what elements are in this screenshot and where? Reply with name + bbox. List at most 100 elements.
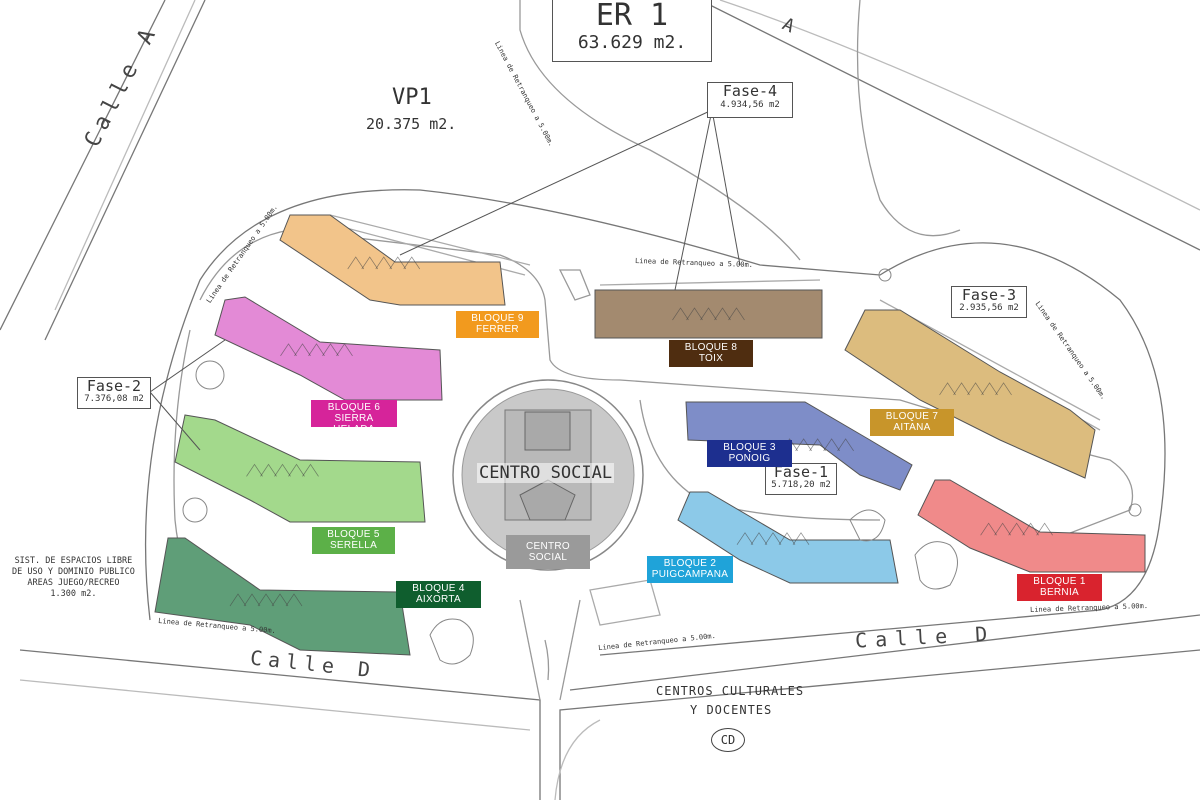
phase-4-box: Fase-4 4.934,56 m2 <box>707 82 793 118</box>
roof-ridge-mark <box>995 382 1012 396</box>
centro-social-label-line1: CENTRO <box>525 541 571 552</box>
bloque-2-name: PUIGCAMPANA <box>651 569 729 580</box>
landscape-features <box>182 268 1142 665</box>
calle-a-left-edge-inner <box>44 0 206 341</box>
roof-ridge-mark <box>700 307 717 321</box>
roof-ridge-mark <box>981 382 998 396</box>
phase-1-area: 5.718,20 m2 <box>771 480 831 490</box>
roof-ridge-mark <box>714 307 731 321</box>
cd-line2: Y DOCENTES <box>690 703 773 717</box>
espacios-libres-label: SIST. DE ESPACIOS LIBRE DE USO Y DOMINIO… <box>12 556 135 600</box>
bloque-5-number: BLOQUE 5 <box>327 529 380 540</box>
roof-ridge-mark <box>271 593 289 607</box>
bloque-6-number: BLOQUE 6 <box>327 402 381 413</box>
bloque-7-label: BLOQUE 7 AITANA <box>870 409 954 436</box>
phase-3-name: Fase-3 <box>961 286 1017 304</box>
phase-3-box: Fase-3 2.935,56 m2 <box>951 286 1027 318</box>
roof-ridge-mark <box>1036 522 1053 536</box>
bloque-9-name: FERRER <box>476 324 519 335</box>
roof-ridge-mark <box>389 256 407 270</box>
espacios-line3: AREAS JUEGO/RECREO <box>27 578 120 588</box>
phase-3-area: 2.935,56 m2 <box>959 303 1019 313</box>
bloque-6-footprint <box>214 296 443 401</box>
roof-ridge-mark <box>274 463 291 477</box>
roof-ridge-mark <box>778 532 796 545</box>
espacios-line4: 1.300 m2. <box>50 589 97 599</box>
roof-ridge-mark <box>246 463 263 477</box>
bloque-5-name: SERELLA <box>329 540 378 551</box>
roof-ridge-mark <box>672 307 689 321</box>
phase-4-name: Fase-4 <box>722 82 778 100</box>
cd-badge-text: CD <box>720 733 736 747</box>
roof-ridge-mark <box>257 593 275 607</box>
centro-social-label-line2: SOCIAL <box>528 552 568 563</box>
roof-ridge-mark <box>980 522 997 536</box>
roof-ridge-mark <box>336 343 353 357</box>
vp1-area: 20.375 m2. <box>366 115 457 133</box>
bloque-8-label: BLOQUE 8 TOIX <box>669 340 753 367</box>
roof-ridge-mark <box>809 438 826 452</box>
cd-badge: CD <box>711 728 745 752</box>
calle-d-right-upper <box>559 649 1200 800</box>
roof-ridge-mark <box>953 382 970 396</box>
roof-ridge-mark <box>823 438 840 452</box>
phase-2-name: Fase-2 <box>86 377 142 395</box>
roof-ridge-mark <box>347 256 365 270</box>
roof-ridge-mark <box>288 463 305 477</box>
bloque-1-footprint <box>917 479 1146 573</box>
bloque-2-label: BLOQUE 2 PUIGCAMPANA <box>647 556 733 583</box>
roof-ridge-mark <box>750 532 768 545</box>
bloque-9-label: BLOQUE 9 FERRER <box>456 311 539 338</box>
vp1-name: VP1 <box>392 85 432 110</box>
roof-ridge-mark <box>361 256 379 270</box>
bloque-4-number: BLOQUE 4 <box>412 583 465 594</box>
roof-ridge-mark <box>686 307 703 321</box>
roof-ridge-mark <box>280 343 297 357</box>
calle-a-left-edge-outer <box>0 0 166 331</box>
bloque-4-footprint <box>154 537 411 656</box>
bloque-9-number: BLOQUE 9 <box>471 313 524 324</box>
roof-ridge-mark <box>229 593 247 607</box>
phase-1-name: Fase-1 <box>773 463 829 481</box>
roof-ridge-mark <box>736 532 754 545</box>
roof-ridge-mark <box>308 343 325 357</box>
roof-ridge-mark <box>728 307 745 321</box>
phase-1-box: Fase-1 5.718,20 m2 <box>765 463 837 495</box>
roof-ridge-mark <box>764 532 782 545</box>
roof-ridge-mark <box>1022 522 1039 536</box>
bloque-4-name: AIXORTA <box>415 594 462 605</box>
calle-a-top-edge <box>699 0 1200 251</box>
roof-ridge-mark <box>260 463 277 477</box>
bloque-5-label: BLOQUE 5 SERELLA <box>312 527 395 554</box>
bloque-1-name: BERNIA <box>1039 587 1080 598</box>
bloque-9-footprint <box>279 214 506 306</box>
bloque-7-name: AITANA <box>893 422 931 433</box>
centro-social-map-text: CENTRO SOCIAL <box>477 463 615 483</box>
bloque-2-footprint <box>677 491 899 584</box>
roundabout-marker <box>878 268 892 282</box>
bloque-1-label: BLOQUE 1 BERNIA <box>1017 574 1102 601</box>
roof-ridge-mark <box>294 343 311 357</box>
phase-2-area: 7.376,08 m2 <box>84 394 144 404</box>
espacios-line2: DE USO Y DOMINIO PUBLICO <box>12 567 135 577</box>
bloque-8-footprint <box>594 289 823 339</box>
er1-area: 63.629 m2. <box>577 32 687 53</box>
bloque-8-number: BLOQUE 8 <box>684 342 738 353</box>
bloque-1-number: BLOQUE 1 <box>1033 576 1086 587</box>
phase-leader-lines <box>149 109 741 451</box>
pond-left <box>429 618 474 665</box>
bloque-6-label: BLOQUE 6 SIERRA HELADA <box>311 400 397 435</box>
roof-ridge-mark <box>994 522 1011 536</box>
centro-social-label: CENTRO SOCIAL <box>506 535 590 569</box>
roof-ridge-mark <box>243 593 261 607</box>
roof-ridge-mark <box>375 256 393 270</box>
roof-ridge-mark <box>302 463 319 477</box>
er1-plot-label: ER 1 63.629 m2. <box>552 0 712 62</box>
phase-4-area: 4.934,56 m2 <box>720 100 780 110</box>
bloque-7-number: BLOQUE 7 <box>885 411 939 422</box>
roof-ridge-mark <box>967 382 984 396</box>
bloque-3-name: PONOIG <box>728 453 771 464</box>
phase-2-box: Fase-2 7.376,08 m2 <box>77 377 151 409</box>
